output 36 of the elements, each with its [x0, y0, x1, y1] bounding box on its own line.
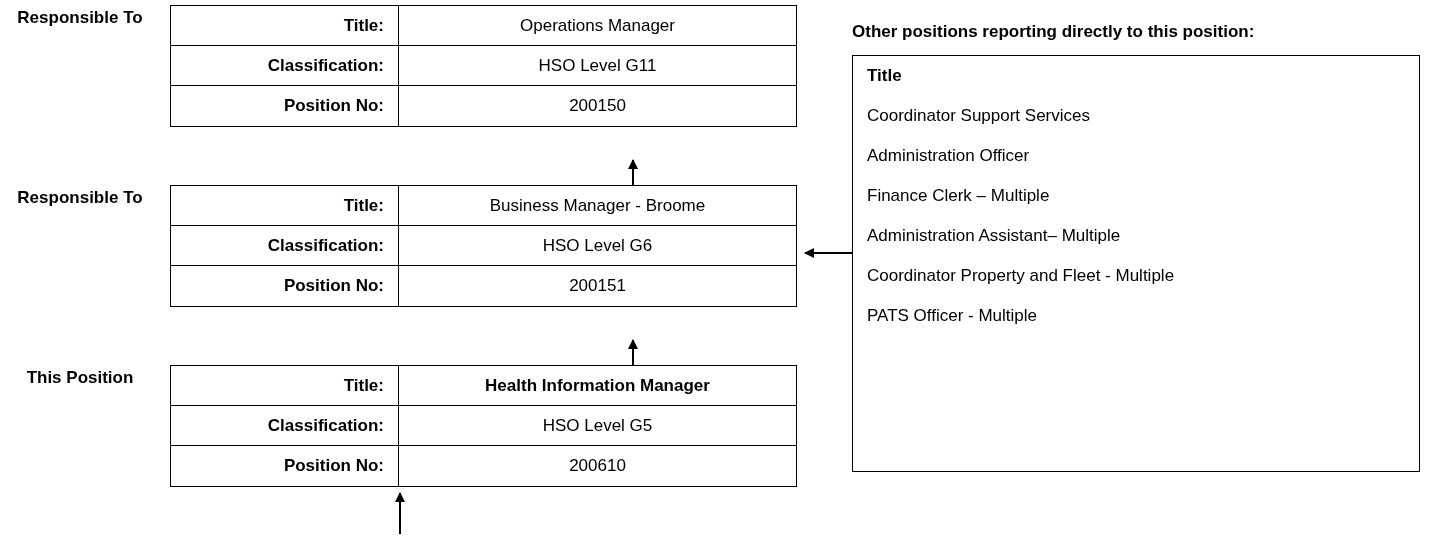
- field-value: 200151: [568, 275, 627, 297]
- field-label: Position No:: [171, 86, 399, 126]
- column-heading: Title: [867, 66, 902, 86]
- field-label: Position No:: [171, 266, 399, 306]
- arrow: [804, 248, 853, 258]
- side-label: Responsible To: [16, 8, 144, 28]
- field-value: HSO Level G6: [399, 226, 796, 266]
- arrow: [628, 159, 638, 186]
- field-label: Title:: [171, 186, 399, 226]
- field-label: Title:: [171, 6, 399, 46]
- field-label: Classification:: [171, 226, 399, 266]
- field-value: Business Manager - Broome: [399, 186, 796, 226]
- arrow: [628, 339, 638, 366]
- list-item: Administration Officer: [867, 146, 1030, 166]
- field-label: Position No:: [171, 446, 399, 486]
- field-value: HSO Level G11: [399, 46, 796, 86]
- list-item: Coordinator Property and Fleet - Multiple: [867, 266, 1175, 286]
- list-item: Coordinator Support Services: [867, 106, 1090, 126]
- side-label: This Position: [25, 368, 135, 388]
- field-value: Operations Manager: [399, 6, 796, 46]
- list-item: Finance Clerk – Multiple: [867, 186, 1050, 206]
- field-value: 200150: [568, 95, 627, 117]
- arrow: [395, 492, 405, 535]
- field-label: Classification:: [171, 46, 399, 86]
- position-table: [170, 365, 797, 487]
- position-table: [170, 185, 797, 307]
- list-item: Administration Assistant– Multiple: [867, 226, 1121, 246]
- panel-heading: Other positions reporting directly to this position:: [852, 22, 1255, 42]
- field-value: 200610: [568, 455, 627, 477]
- list-item: PATS Officer - Multiple: [867, 306, 1038, 326]
- field-value: HSO Level G5: [399, 406, 796, 446]
- position-table: [170, 5, 797, 127]
- field-value: Health Information Manager: [399, 366, 796, 406]
- field-label: Title:: [171, 366, 399, 406]
- side-label: Responsible To: [16, 188, 144, 208]
- field-label: Classification:: [171, 406, 399, 446]
